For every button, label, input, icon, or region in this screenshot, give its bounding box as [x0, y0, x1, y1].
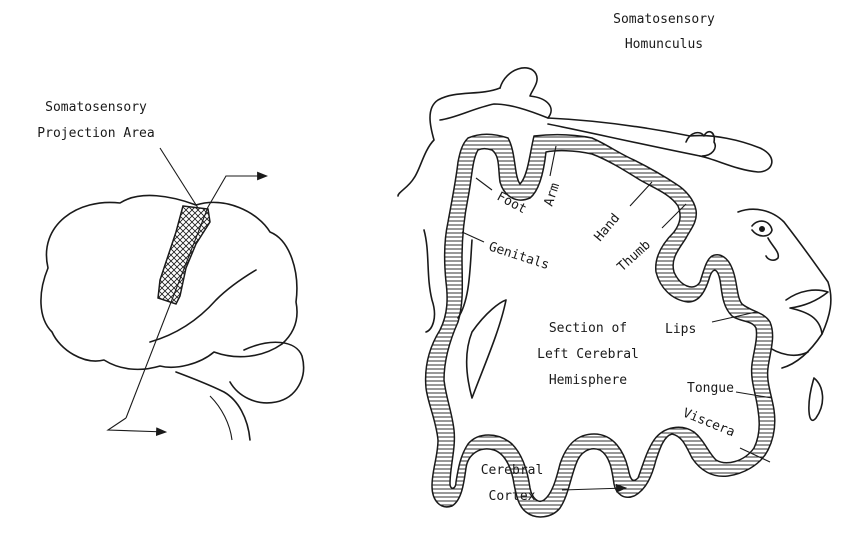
section-plane-line	[126, 207, 208, 418]
section-label-line1: Section of	[549, 321, 627, 336]
homunculus-title-line1: Somatosensory	[613, 12, 715, 27]
homunculus-face	[738, 209, 831, 368]
homunculus-tongue	[467, 300, 506, 398]
label-lips: Lips	[665, 322, 696, 337]
projection-label-line1: Somatosensory	[45, 100, 147, 115]
homunculus-leg	[424, 230, 434, 332]
homunculus-pupil	[759, 226, 765, 232]
section-label-line2: Left Cerebral	[537, 347, 639, 362]
homunculus-lips	[786, 290, 828, 334]
cortex-label-line1: Cerebral	[481, 463, 544, 478]
lateral-brain-view: Somatosensory Projection Area	[37, 100, 303, 440]
homunculus-viscera	[809, 378, 823, 420]
homunculus-torso-under	[440, 104, 548, 120]
cortex-label-line2: Cortex	[489, 489, 536, 504]
label-hand: Hand	[592, 211, 624, 245]
genitals-leader	[462, 232, 484, 242]
label-genitals: Genitals	[487, 240, 551, 274]
brainstem-outline	[176, 372, 250, 440]
section-label-line3: Hemisphere	[549, 373, 627, 388]
foot-leader	[476, 178, 492, 190]
projection-label-line2: Projection Area	[37, 126, 154, 141]
label-tongue: Tongue	[687, 381, 734, 396]
brainstem-front	[210, 396, 232, 440]
section-arrow-bottom	[108, 418, 166, 432]
label-arm: Arm	[542, 181, 564, 208]
hand-leader	[630, 182, 652, 206]
homunculus-title-line2: Homunculus	[625, 37, 703, 52]
homunculus-nose	[766, 238, 778, 260]
label-thumb: Thumb	[615, 238, 654, 275]
